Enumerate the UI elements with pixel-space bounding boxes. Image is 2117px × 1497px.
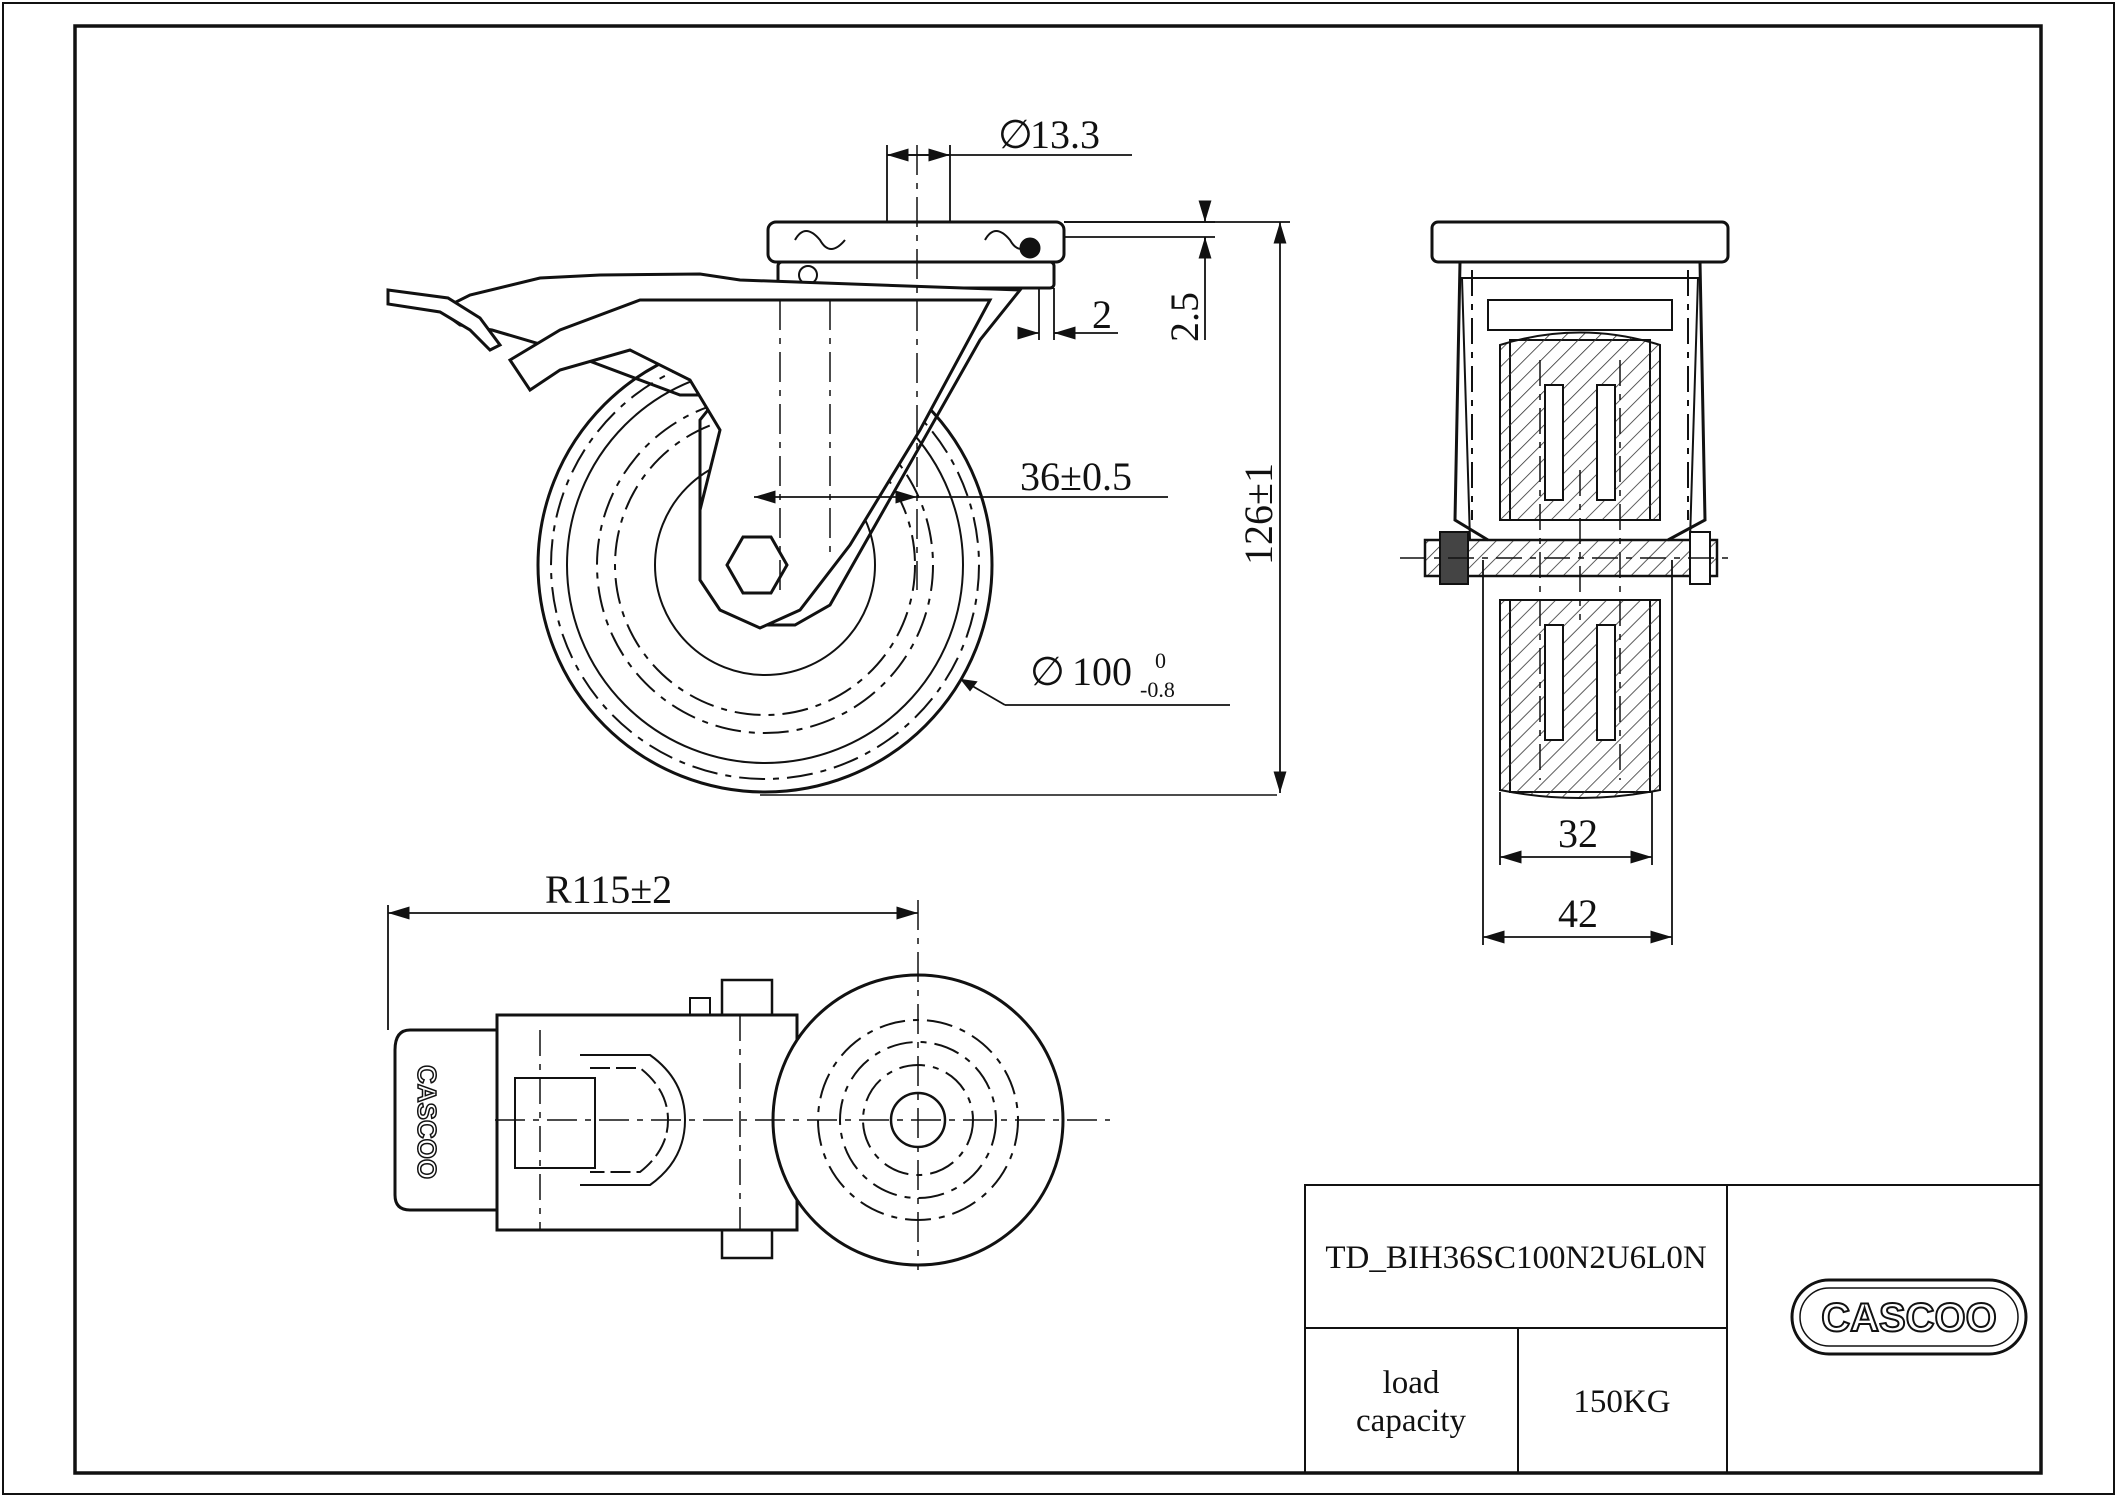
part-number: TD_BIH36SC100N2U6L0N: [1325, 1240, 1707, 1276]
front-view: [1400, 220, 1730, 799]
logo-text: CASCOO: [1821, 1296, 1997, 1340]
top-view-dimensions: [387, 905, 918, 1030]
dim-plate-hole: 13.3: [1030, 112, 1100, 157]
dim-wheel-diameter-symbol: ∅: [1030, 649, 1065, 694]
dim-wheel-tol-lower: -0.8: [1140, 677, 1175, 702]
dim-overall-height: 126±1: [1236, 463, 1281, 565]
dim-offset: 36±0.5: [1020, 454, 1132, 499]
side-view-labels: ∅ 13.3 2 2.5 126±1 36±0.5 ∅ 100 0 -0.8: [998, 112, 1281, 702]
side-view: [386, 145, 1277, 796]
title-block: [1304, 1184, 2042, 1474]
front-view-dimensions: [1482, 560, 1673, 945]
dim-plate-offset: 2: [1092, 292, 1112, 337]
load-value: 150KG: [1573, 1384, 1670, 1420]
drawing-frame: [73, 24, 2043, 1475]
top-plate: [766, 220, 1066, 290]
side-view-dimensions: [754, 145, 1290, 793]
dim-wheel-tol-upper: 0: [1155, 648, 1166, 673]
dim-overall-width: 42: [1558, 891, 1598, 936]
company-logo: CASCOO: [1790, 1278, 2028, 1356]
top-view: CASCOO: [393, 900, 1110, 1270]
dim-tread-width: 32: [1558, 811, 1598, 856]
load-label-line2: capacity: [1356, 1403, 1466, 1439]
load-label-line1: load: [1383, 1365, 1440, 1401]
dim-wheel-diameter: 100: [1072, 649, 1132, 694]
swivel-housing: [495, 1013, 799, 1232]
wheel-front: [1499, 331, 1661, 799]
dim-swivel-radius: R115±2: [545, 867, 672, 912]
axle-nut: [725, 535, 789, 595]
dim-plate-hole-symbol: ∅: [998, 112, 1033, 157]
brake-lever: [386, 288, 503, 352]
front-plate: [1430, 220, 1730, 264]
dim-plate-thickness: 2.5: [1162, 292, 1207, 342]
brake-pedal: [393, 1028, 499, 1212]
pedal-brand-mark: CASCOO: [412, 1065, 442, 1179]
